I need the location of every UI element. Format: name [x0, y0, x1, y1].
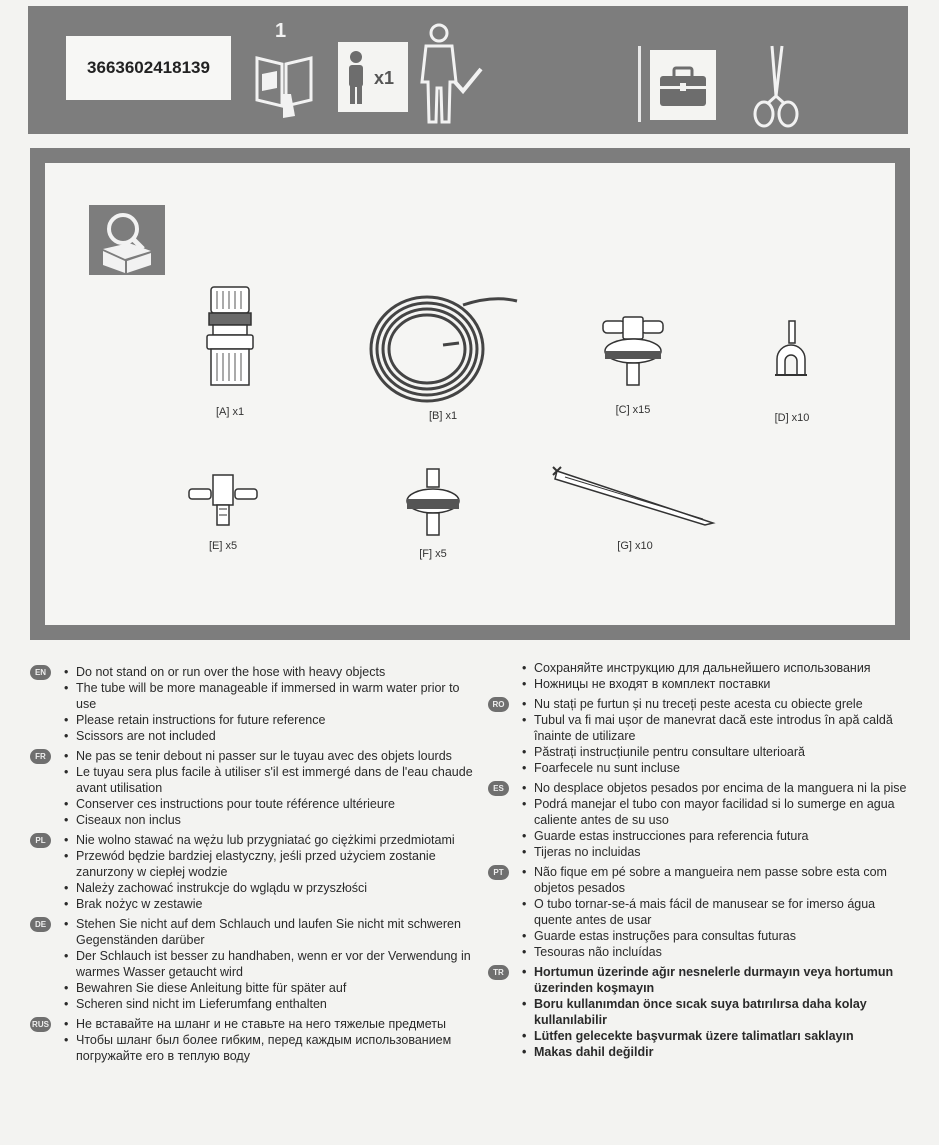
part-f-label: [F] x5 — [419, 548, 447, 560]
instructions-es: ES No desplace objetos pesados por encim… — [488, 780, 912, 860]
list-item: Nu stați pe furtun și nu treceți peste a… — [522, 696, 912, 712]
list-item: Tijeras no incluidas — [522, 844, 912, 860]
instructions-left-column: EN Do not stand on or run over the hose … — [30, 664, 474, 1068]
list-item: Scheren sind nicht im Lieferumfang entha… — [64, 996, 474, 1012]
list-item: Tubul va fi mai ușor de manevrat dacă es… — [522, 712, 912, 744]
list-item: Podrá manejar el tubo con mayor facilida… — [522, 796, 912, 828]
list-item: Scissors are not included — [64, 728, 474, 744]
contents-panel: [A] x1 [B] x1 [C] x1 — [45, 163, 895, 625]
part-a-label: [A] x1 — [215, 406, 245, 418]
list-item: Hortumun üzerinde ağır nesnelerle durmay… — [522, 964, 912, 996]
list-item: Der Schlauch ist besser zu handhaben, we… — [64, 948, 474, 980]
list-item: O tubo tornar-se-á mais fácil de manusea… — [522, 896, 912, 928]
tee-connector-icon — [188, 474, 258, 526]
part-b: [B] x1 — [363, 287, 523, 422]
coiled-tube-icon — [369, 295, 518, 403]
instructions-fr: FR Ne pas se tenir debout ni passer sur … — [30, 748, 474, 828]
dripper-icon — [602, 316, 664, 386]
check-icon — [452, 66, 484, 96]
list-item: Conserver ces instructions pour toute ré… — [64, 796, 474, 812]
list-item: Guarde estas instrucciones para referenc… — [522, 828, 912, 844]
contents-frame: [A] x1 [B] x1 [C] x1 — [30, 148, 910, 640]
part-f: [F] x5 — [393, 465, 473, 560]
list-item: Należy zachować instrukcje do wglądu w p… — [64, 880, 474, 896]
toolbox-icon — [650, 50, 716, 120]
list-item: Le tuyau sera plus facile à utiliser s'i… — [64, 764, 474, 796]
part-a: [A] x1 — [185, 281, 275, 418]
list-item: Сохраняйте инструкцию для дальнейшего ис… — [522, 660, 912, 676]
list-item: Não fique em pé sobre a mangueira nem pa… — [522, 864, 912, 896]
instructions-ru-continued: Сохраняйте инструкцию для дальнейшего ис… — [522, 660, 912, 692]
instructions-pt: PT Não fique em pé sobre a mangueira nem… — [488, 864, 912, 960]
lang-badge-es: ES — [488, 781, 509, 796]
instructions-right-column: Сохраняйте инструкцию для дальнейшего ис… — [488, 660, 912, 1064]
instructions-de: DE Stehen Sie nicht auf dem Schlauch und… — [30, 916, 474, 1012]
banner-divider — [638, 46, 641, 122]
scissors-icon — [746, 44, 806, 134]
header-banner: 3663602418139 1 x1 — [28, 6, 908, 134]
list-item: Boru kullanımdan önce sıcak suya batırıl… — [522, 996, 912, 1028]
instructions-tr: TR Hortumun üzerinde ağır nesnelerle dur… — [488, 964, 912, 1060]
read-manual-icon: 1 — [253, 20, 315, 120]
list-item: Do not stand on or run over the hose wit… — [64, 664, 474, 680]
part-c-label: [C] x15 — [615, 404, 651, 416]
list-item: Lütfen gelecekte başvurmak üzere talimat… — [522, 1028, 912, 1044]
part-b-label: [B] x1 — [428, 410, 458, 422]
lang-badge-en: EN — [30, 665, 51, 680]
part-c: [C] x15 — [593, 311, 673, 416]
part-d: [D] x10 — [757, 319, 827, 424]
instructions-ru: RUS Не вставайте на шланг и не ставьте н… — [30, 1016, 474, 1064]
inspect-contents-icon — [89, 205, 165, 275]
part-e-label: [E] x5 — [208, 540, 238, 552]
list-item: Brak nożyc w zestawie — [64, 896, 474, 912]
lang-badge-ru: RUS — [30, 1017, 51, 1032]
instructions-pl: PL Nie wolno stawać na wężu lub przygnia… — [30, 832, 474, 912]
lang-badge-pt: PT — [488, 865, 509, 880]
one-person-icon: x1 — [338, 42, 408, 112]
list-item: Не вставайте на шланг и не ставьте на не… — [64, 1016, 474, 1032]
lang-badge-fr: FR — [30, 749, 51, 764]
list-item: No desplace objetos pesados por encima d… — [522, 780, 912, 796]
lang-badge-de: DE — [30, 917, 51, 932]
list-item: Ciseaux non inclus — [64, 812, 474, 828]
barcode-number: 3663602418139 — [66, 36, 231, 100]
list-item: Ножницы не входят в комплект поставки — [522, 676, 912, 692]
instructions-en: EN Do not stand on or run over the hose … — [30, 664, 474, 744]
list-item: Please retain instructions for future re… — [64, 712, 474, 728]
list-item: Nie wolno stawać na wężu lub przygniatać… — [64, 832, 474, 848]
list-item: Makas dahil değildir — [522, 1044, 912, 1060]
part-d-label: [D] x10 — [774, 412, 810, 424]
instructions-ro: RO Nu stați pe furtun și nu treceți pest… — [488, 696, 912, 776]
lang-badge-ro: RO — [488, 697, 509, 712]
part-e: [E] x5 — [183, 469, 263, 552]
ground-stake-icon — [552, 466, 716, 526]
list-item: Păstrați instrucțiunile pentru consultar… — [522, 744, 912, 760]
tube-clip-icon — [775, 320, 807, 376]
list-item: Ne pas se tenir debout ni passer sur le … — [64, 748, 474, 764]
inline-dripper-icon — [406, 468, 460, 536]
lang-badge-tr: TR — [488, 965, 509, 980]
list-item: Przewód będzie bardziej elastyczny, jeśl… — [64, 848, 474, 880]
hose-connector-icon — [206, 286, 254, 386]
list-item: The tube will be more manageable if imme… — [64, 680, 474, 712]
list-item: Guarde estas instruções para consultas f… — [522, 928, 912, 944]
list-item: Foarfecele nu sunt incluse — [522, 760, 912, 776]
list-item: Tesouras não incluídas — [522, 944, 912, 960]
part-g: [G] x10 — [545, 461, 725, 552]
part-g-label: [G] x10 — [617, 540, 653, 552]
lang-badge-pl: PL — [30, 833, 51, 848]
list-item: Stehen Sie nicht auf dem Schlauch und la… — [64, 916, 474, 948]
persons-count: x1 — [374, 68, 395, 88]
step-number: 1 — [275, 20, 287, 42]
list-item: Чтобы шланг был более гибким, перед кажд… — [64, 1032, 474, 1064]
list-item: Bewahren Sie diese Anleitung bitte für s… — [64, 980, 474, 996]
